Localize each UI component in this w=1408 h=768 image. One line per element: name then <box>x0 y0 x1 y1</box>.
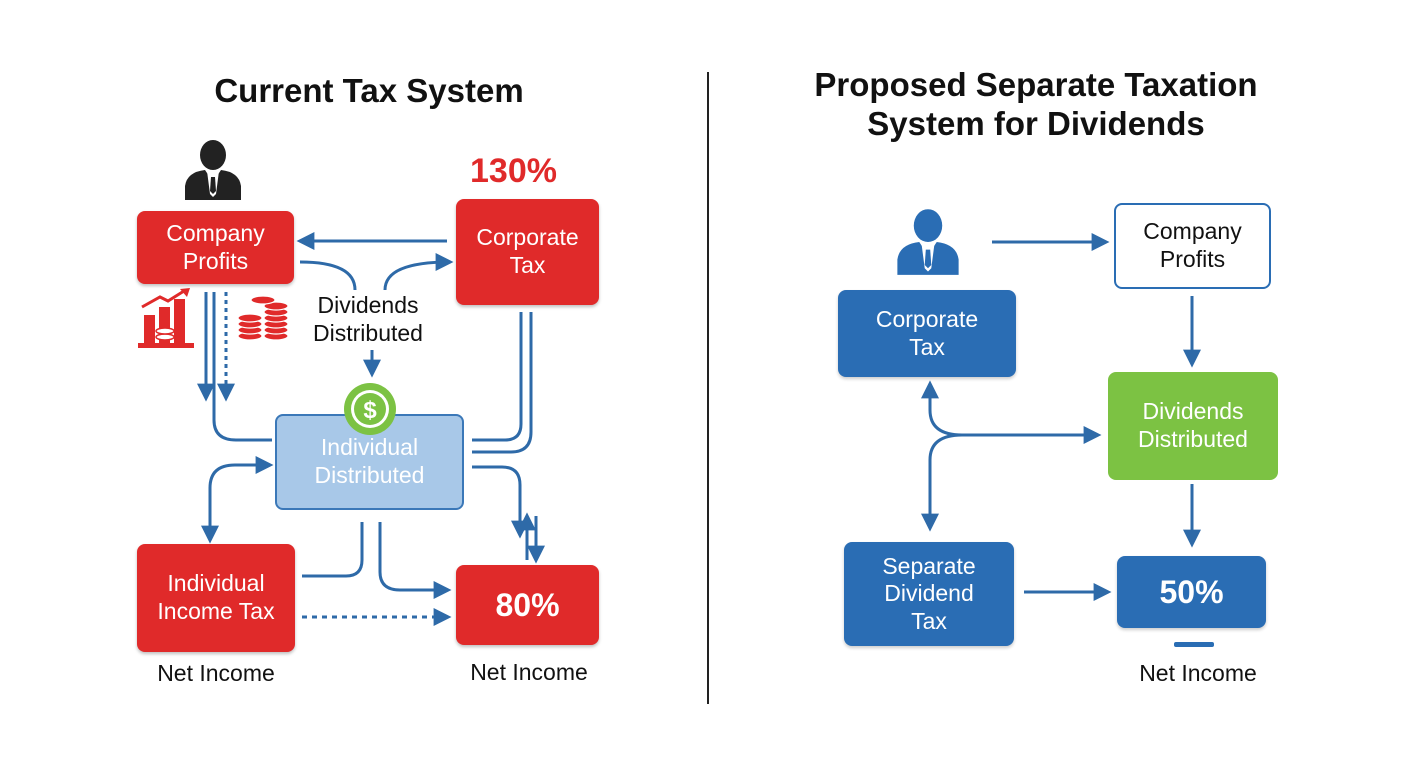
line-individual-down-a <box>302 522 364 578</box>
separate-dividend-tax-box: Separate Dividend Tax <box>844 542 1014 646</box>
arrow-individual-to-result <box>378 522 452 599</box>
arrow-hub-to-separate <box>921 433 963 532</box>
bar-chart-icon <box>138 288 194 348</box>
arrow-individual-loop <box>201 456 274 544</box>
right-net-income: Net Income <box>1139 660 1257 686</box>
arrow-dividends-to-corptax <box>383 253 454 291</box>
dollar-coin-icon: $ <box>344 383 396 435</box>
left-net-income-a: Net Income <box>157 660 275 686</box>
right-company-profits-box: Company Profits <box>1114 203 1271 289</box>
line-corptax-down-a <box>472 312 523 442</box>
individual-income-tax-box: Individual Income Tax <box>137 544 295 652</box>
coin-stack-icon <box>237 295 289 341</box>
arrow-profits-to-dividends <box>299 260 357 291</box>
panel-divider <box>707 72 709 704</box>
line-individual-right <box>472 465 529 539</box>
company-profits-box: Company Profits <box>137 211 294 284</box>
left-result-box: 80% <box>456 565 599 645</box>
right-dividends-box: Dividends Distributed <box>1108 372 1278 480</box>
corporate-tax-rate: 130% <box>470 152 557 190</box>
person-icon <box>897 209 959 275</box>
right-title: Proposed Separate Taxation System for Di… <box>814 66 1258 142</box>
line-profits-down-b <box>212 292 272 442</box>
corporate-tax-box: Corporate Tax <box>456 199 599 305</box>
left-dividends-label: Dividends Distributed <box>313 292 423 346</box>
right-corporate-tax-box: Corporate Tax <box>838 290 1016 377</box>
right-result-box: 50% <box>1117 556 1266 628</box>
svg-text:$: $ <box>363 397 377 424</box>
line-corptax-down-b <box>472 312 533 454</box>
result-underline <box>1174 642 1214 647</box>
arrow-hub-to-corptax <box>921 380 963 437</box>
left-net-income-b: Net Income <box>470 659 588 685</box>
left-title: Current Tax System <box>214 72 524 109</box>
person-icon <box>185 140 241 200</box>
